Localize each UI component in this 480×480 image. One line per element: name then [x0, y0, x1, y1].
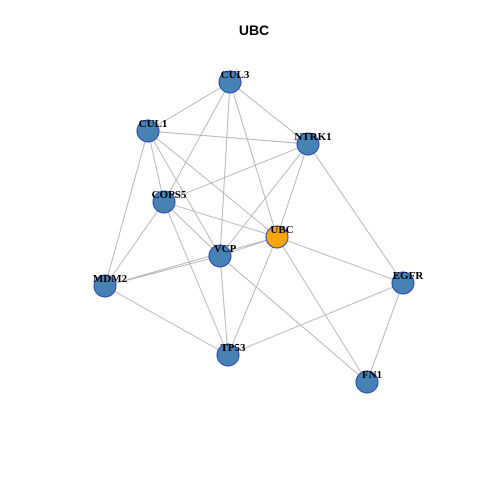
node-ntrk1	[296, 132, 320, 156]
node-cul1	[136, 119, 160, 143]
edge-ubc-egfr	[276, 236, 404, 284]
node-mdm2	[93, 274, 117, 298]
node-vcp	[208, 244, 232, 268]
node-label-cops5: COPS5	[152, 189, 187, 201]
edge-cul3-cops5	[163, 81, 231, 203]
edge-ubc-tp53	[227, 236, 278, 356]
node-label-mdm2: MDM2	[93, 273, 128, 285]
node-label-vcp: VCP	[214, 243, 237, 255]
node-fn1	[355, 370, 379, 394]
node-label-fn1: FN1	[362, 369, 382, 381]
node-tp53	[216, 343, 240, 367]
node-label-cul1: CUL1	[139, 118, 168, 130]
graph-title: UBC	[239, 22, 269, 38]
edge-vcp-mdm2	[104, 255, 221, 287]
edge-egfr-tp53	[227, 282, 404, 356]
edge-vcp-fn1	[219, 255, 368, 383]
edge-cul3-ubc	[229, 81, 278, 238]
node-label-tp53: TP53	[220, 342, 246, 354]
edge-cops5-tp53	[163, 201, 229, 356]
edge-ntrk1-cops5	[163, 143, 309, 203]
node-label-ubc: UBC	[270, 224, 293, 236]
edge-egfr-fn1	[366, 282, 404, 383]
edge-cops5-vcp	[163, 201, 221, 257]
edge-vcp-tp53	[219, 255, 229, 356]
edge-ubc-fn1	[276, 236, 368, 383]
edge-cul3-ntrk1	[229, 81, 309, 145]
node-label-ntrk1: NTRK1	[294, 131, 331, 143]
edge-cul3-cul1	[147, 81, 231, 132]
edge-cul1-cops5	[147, 130, 165, 203]
node-label-cul3: CUL3	[221, 69, 250, 81]
edge-ntrk1-vcp	[219, 143, 309, 257]
node-cul3	[218, 70, 242, 94]
edges-layer	[104, 81, 404, 383]
edge-ntrk1-ubc	[276, 143, 309, 238]
nodes-layer	[93, 70, 415, 394]
node-label-egfr: EGFR	[393, 270, 425, 282]
edge-cul1-ntrk1	[147, 130, 309, 145]
edge-ubc-mdm2	[104, 236, 278, 287]
edge-cops5-mdm2	[104, 201, 165, 287]
edge-mdm2-tp53	[104, 285, 229, 356]
node-cops5	[152, 190, 176, 214]
node-egfr	[391, 271, 415, 295]
edge-ntrk1-egfr	[307, 143, 404, 284]
edge-cul1-ubc	[147, 130, 278, 238]
node-ubc	[265, 225, 289, 249]
edge-cops5-ubc	[163, 201, 278, 238]
edge-cul1-mdm2	[104, 130, 149, 287]
edge-cul3-vcp	[219, 81, 231, 257]
